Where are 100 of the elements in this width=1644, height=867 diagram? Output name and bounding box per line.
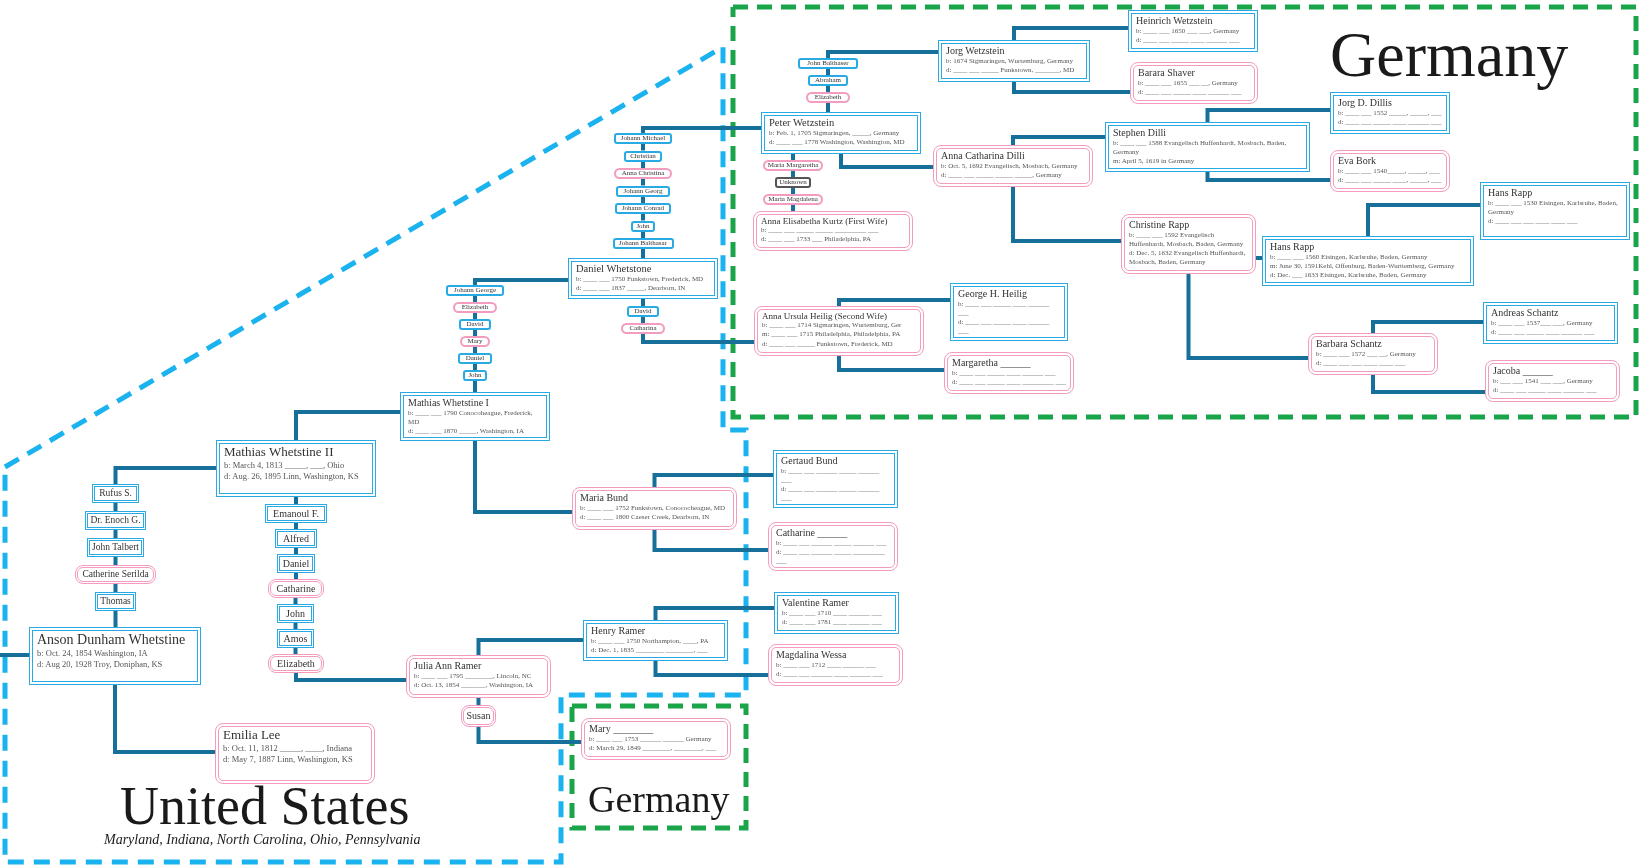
connector-line bbox=[1012, 82, 1130, 94]
connector-line bbox=[837, 356, 944, 372]
connector-line bbox=[473, 278, 568, 285]
person-name: Barara Shaver bbox=[1138, 67, 1196, 79]
connector-line bbox=[791, 188, 795, 194]
connector-line bbox=[293, 598, 298, 604]
person-name: Barbara Schantz bbox=[1316, 338, 1383, 350]
connector-line bbox=[113, 584, 118, 592]
connector-line bbox=[293, 648, 298, 654]
person-name: Eva Bork bbox=[1338, 155, 1378, 167]
name-tag bbox=[75, 565, 156, 584]
connector-line bbox=[791, 154, 795, 160]
region-boundary bbox=[568, 702, 750, 832]
connector-line bbox=[473, 440, 572, 514]
person-card bbox=[568, 258, 718, 299]
name-tag bbox=[95, 592, 136, 611]
region-subtitle: Maryland, Indiana, North Carolina, Ohio, Pennsylvania bbox=[104, 833, 421, 847]
name-tag bbox=[459, 319, 491, 330]
connector-line bbox=[473, 381, 477, 392]
name-tag bbox=[461, 705, 496, 727]
person-name: Valentine Ramer bbox=[782, 597, 850, 609]
person-card bbox=[572, 487, 737, 530]
person-name: George H. Heilig bbox=[958, 288, 1028, 300]
name-tag bbox=[616, 185, 670, 197]
name-tag bbox=[277, 604, 314, 623]
connector-line bbox=[641, 161, 645, 168]
name-tag bbox=[268, 654, 324, 673]
name-tag bbox=[277, 554, 315, 573]
person-name: Margaretha ______ bbox=[952, 357, 1032, 369]
name-tag bbox=[268, 579, 324, 598]
name-tag bbox=[775, 177, 811, 188]
connector-line bbox=[641, 317, 645, 323]
connector-line bbox=[641, 179, 645, 186]
person-name: Hans Rapp bbox=[1488, 187, 1534, 199]
connector-line bbox=[294, 548, 298, 554]
life-dates: d: Aug. 26, 1895 Linn, Washington, KS bbox=[224, 471, 360, 483]
life-dates: d: May 7, 1887 Linn, Washington, KS bbox=[223, 754, 354, 766]
sibling-name: Dr. Enoch G. bbox=[90, 515, 141, 526]
name-tag bbox=[265, 504, 327, 523]
person-name: Henry Ramer bbox=[591, 625, 647, 637]
connector-line bbox=[113, 503, 118, 511]
name-tag bbox=[463, 370, 487, 381]
connector-line bbox=[473, 296, 477, 302]
person-card bbox=[400, 392, 550, 441]
person-card bbox=[768, 522, 898, 571]
person-card bbox=[950, 283, 1068, 341]
connector-line bbox=[641, 196, 645, 203]
person-name: Emilia Lee bbox=[223, 728, 282, 743]
connector-line bbox=[1012, 26, 1128, 40]
connector-line bbox=[641, 126, 761, 133]
region-title: United States bbox=[120, 779, 410, 833]
person-name: Heinrich Wetzstein bbox=[1136, 15, 1214, 27]
person-card bbox=[1128, 10, 1258, 52]
connector-line bbox=[294, 523, 298, 529]
sibling-name: Elizabeth bbox=[277, 658, 315, 669]
sibling-name: John Talbert bbox=[92, 542, 139, 553]
person-card bbox=[1483, 302, 1618, 344]
person-card bbox=[1121, 214, 1256, 274]
connector-line bbox=[826, 103, 830, 112]
person-name: Christine Rapp bbox=[1129, 219, 1191, 231]
sibling-name: Daniel bbox=[282, 558, 310, 569]
person-card bbox=[406, 655, 551, 698]
connector-line bbox=[476, 727, 581, 744]
name-tag bbox=[446, 285, 504, 296]
life-dates: b: Oct. 24, 1854 Washington, IA bbox=[37, 648, 149, 660]
person-name: Magdalina Wessa bbox=[776, 649, 848, 661]
name-tag bbox=[460, 336, 490, 347]
connector-line bbox=[641, 334, 754, 344]
sibling-name: John bbox=[286, 608, 305, 619]
person-name: Catharine ______ bbox=[776, 527, 849, 539]
connector-line bbox=[652, 530, 768, 552]
connector-line bbox=[113, 530, 118, 538]
connector-line bbox=[1371, 320, 1483, 333]
name-tag bbox=[453, 302, 497, 313]
person-name: Jorg D. Dillis bbox=[1338, 97, 1393, 109]
connector-line bbox=[1366, 203, 1480, 236]
person-card bbox=[1480, 182, 1630, 240]
connector-line bbox=[641, 231, 645, 238]
person-card bbox=[581, 718, 731, 760]
person-card bbox=[753, 211, 913, 251]
sibling-name: Susan bbox=[466, 711, 491, 721]
sibling-name: Emanoul F. bbox=[273, 508, 319, 519]
person-card bbox=[216, 440, 376, 497]
name-tag bbox=[614, 168, 672, 179]
connector-line bbox=[473, 347, 477, 353]
connector-line bbox=[473, 330, 477, 336]
connector-line bbox=[476, 698, 481, 705]
person-name: Anna Elisabetha Kurtz (First Wife) bbox=[761, 216, 889, 227]
person-card bbox=[773, 450, 898, 508]
name-tag bbox=[627, 306, 659, 317]
connector-line bbox=[791, 171, 795, 177]
connector-line bbox=[653, 661, 768, 677]
person-name: Anson Dunham Whetstine bbox=[37, 632, 187, 649]
connector-line bbox=[1205, 108, 1330, 122]
person-card bbox=[29, 627, 201, 685]
connector-line bbox=[113, 557, 118, 565]
person-card bbox=[215, 723, 375, 784]
person-name: Mathias Whetstine II bbox=[224, 445, 335, 460]
connector-line bbox=[294, 673, 406, 682]
person-card bbox=[1308, 333, 1438, 375]
